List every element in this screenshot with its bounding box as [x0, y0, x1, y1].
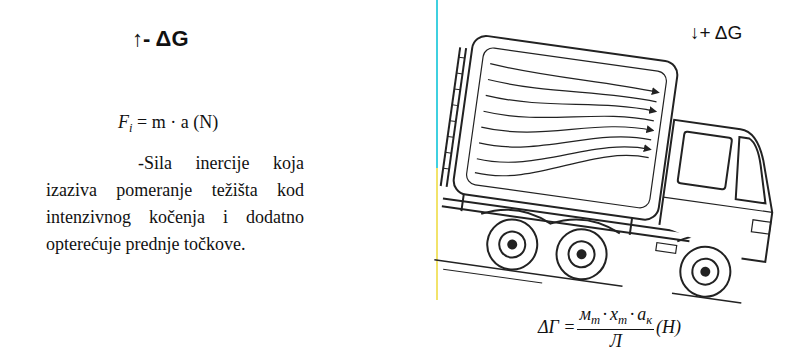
wheel [677, 243, 733, 299]
formula-subscript: т [591, 313, 600, 327]
force-direction-label: ↑- ΔG [132, 26, 189, 52]
step [656, 243, 677, 254]
ladder-rungs [443, 57, 465, 169]
wheel [484, 216, 540, 272]
ladder-rung [457, 73, 463, 75]
formula-term: = m · a (N) [137, 112, 218, 132]
headlight [751, 220, 770, 234]
formula-symbol: х [610, 304, 618, 324]
divider-line [436, 168, 438, 300]
tank [452, 34, 679, 221]
wheel [553, 226, 609, 282]
flow-line [479, 116, 651, 167]
delta-g-label: ↑- ΔG [132, 26, 189, 51]
liquid-flow-arrows [475, 64, 659, 197]
flow-line [489, 64, 658, 93]
ladder-rung [452, 104, 458, 106]
formula-symbol: м [579, 304, 591, 324]
formula: Fi = m · a (N) [118, 112, 218, 136]
wheel-nut [701, 267, 710, 276]
formula-symbol: а [637, 304, 646, 324]
delta-g-label: ↓+ ΔG [690, 22, 742, 43]
divider-line [436, 0, 438, 168]
formula-subscript: i [129, 121, 133, 135]
formula-subscript: т [618, 313, 627, 327]
ladder-rung [443, 168, 449, 170]
formula-symbol: ΔΓ = [538, 317, 575, 337]
wheel-hub [498, 230, 527, 259]
formula-subscript: к [646, 313, 652, 327]
ladder-rung [448, 136, 454, 138]
wheel-hub [691, 257, 720, 286]
cab [656, 120, 783, 262]
denominator: Л [577, 330, 654, 352]
ladder-rung [454, 88, 460, 90]
flow-line [481, 106, 652, 151]
cab-line [663, 197, 772, 212]
tank-inner [465, 47, 667, 209]
formula-unit: (Н) [656, 317, 681, 337]
ladder-rung [445, 152, 451, 154]
flow-line [475, 134, 649, 197]
side-window [677, 131, 732, 189]
formula-operator: · [602, 304, 608, 324]
road [672, 293, 741, 303]
flow-line [477, 125, 650, 183]
ladder-rung [459, 57, 465, 59]
chassis [461, 194, 632, 234]
truck [429, 33, 785, 314]
road [434, 260, 622, 286]
description-text: -Sila inercije koja izaziva pomeranje te… [46, 150, 304, 258]
formula: ΔΓ =мт·хт·акЛ(Н) [538, 304, 681, 352]
force-direction-label: ↓+ ΔG [690, 22, 742, 44]
fraction: мт·хт·акЛ [577, 304, 654, 352]
wheel-hub [567, 240, 596, 269]
formula-operator: · [629, 304, 635, 324]
road [443, 269, 542, 283]
flow-line [486, 87, 656, 120]
wheel-nut [577, 250, 586, 259]
formula-symbol: F [118, 112, 129, 132]
ladder [441, 47, 460, 186]
numerator: мт·хт·ак [577, 304, 654, 330]
ladder-rung [450, 120, 456, 122]
wheel-nut [508, 240, 517, 249]
windshield [731, 137, 774, 203]
